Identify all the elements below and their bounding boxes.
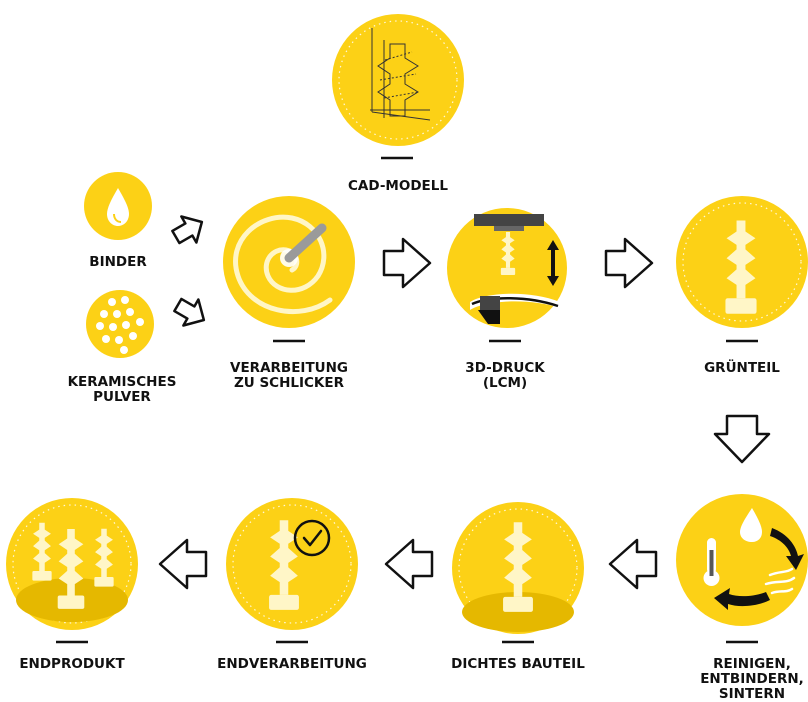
cad-circle (332, 14, 464, 146)
binder-label: BINDER (89, 254, 147, 270)
step-dichtes-bauteil: DICHTES BAUTEIL (451, 502, 585, 672)
schlicker-label-line: VERARBEITUNG (230, 360, 348, 376)
binder-label-line: BINDER (89, 254, 147, 270)
endverarbeitung-circle (226, 498, 358, 630)
arrow-dichtes-to-endverarbeitung (384, 538, 434, 590)
cad-label-line: CAD-MODELL (348, 178, 448, 194)
dichtes-label: DICHTES BAUTEIL (451, 656, 585, 672)
reinigen-label-line: SINTERN (719, 686, 785, 702)
reinigen-label-line: REINIGEN, (713, 656, 791, 672)
step-gruenteil: GRÜNTEIL (676, 196, 808, 376)
endprodukt-label-line: ENDPRODUKT (19, 656, 125, 672)
dichtes-label-line: DICHTES BAUTEIL (451, 656, 585, 672)
cad-label: CAD-MODELL (348, 178, 448, 194)
checkmark-icon (293, 519, 331, 557)
arrow-schlicker-to-druck (382, 237, 432, 289)
step-endprodukt: ENDPRODUKT (6, 498, 138, 672)
arrow-druck-to-gruenteil (604, 237, 654, 289)
schlicker-label-line: ZU SCHLICKER (234, 375, 345, 391)
endverarbeitung-label: ENDVERARBEITUNG (217, 656, 367, 672)
pulver-label-line: PULVER (93, 389, 151, 405)
step-endverarbeitung: ENDVERARBEITUNG (217, 498, 367, 672)
endprodukt-label: ENDPRODUKT (19, 656, 125, 672)
arrow-reinigen-to-dichtes (608, 538, 658, 590)
druck-label-line: 3D-DRUCK (465, 360, 545, 376)
droplet-icon (107, 188, 129, 226)
druck-label-line: (LCM) (483, 375, 527, 391)
gruenteil-label-line: GRÜNTEIL (704, 358, 780, 376)
reinigen-circle (676, 494, 808, 626)
endverarbeitung-label-line: ENDVERARBEITUNG (217, 656, 367, 672)
reinigen-label-line: ENTBINDERN, (700, 671, 804, 687)
cad-drawing-icon (370, 28, 431, 121)
step-3d-druck: 3D-DRUCK(LCM) (447, 208, 567, 391)
arrow-pulver-to-schlicker (173, 297, 206, 327)
cycle-icon (703, 508, 804, 610)
printer-icon (470, 214, 560, 324)
mixing-spiral-icon (233, 214, 333, 315)
step-reinigen: REINIGEN,ENTBINDERN,SINTERN (676, 494, 808, 702)
arrow-gruenteil-to-reinigen (713, 414, 771, 464)
step-cad-modell: CAD-MODELL (332, 14, 464, 194)
arrow-binder-to-schlicker (171, 215, 204, 245)
arrow-endverarbeitung-to-endprodukt (158, 538, 208, 590)
reinigen-label: REINIGEN,ENTBINDERN,SINTERN (700, 656, 804, 702)
step-binder: BINDER (84, 172, 152, 270)
druck-label: 3D-DRUCK(LCM) (465, 360, 545, 391)
pulver-circle (86, 290, 154, 358)
gruenteil-label: GRÜNTEIL (704, 358, 780, 376)
powder-dots-icon (96, 296, 144, 354)
pulver-label-line: KERAMISCHES (68, 374, 177, 390)
